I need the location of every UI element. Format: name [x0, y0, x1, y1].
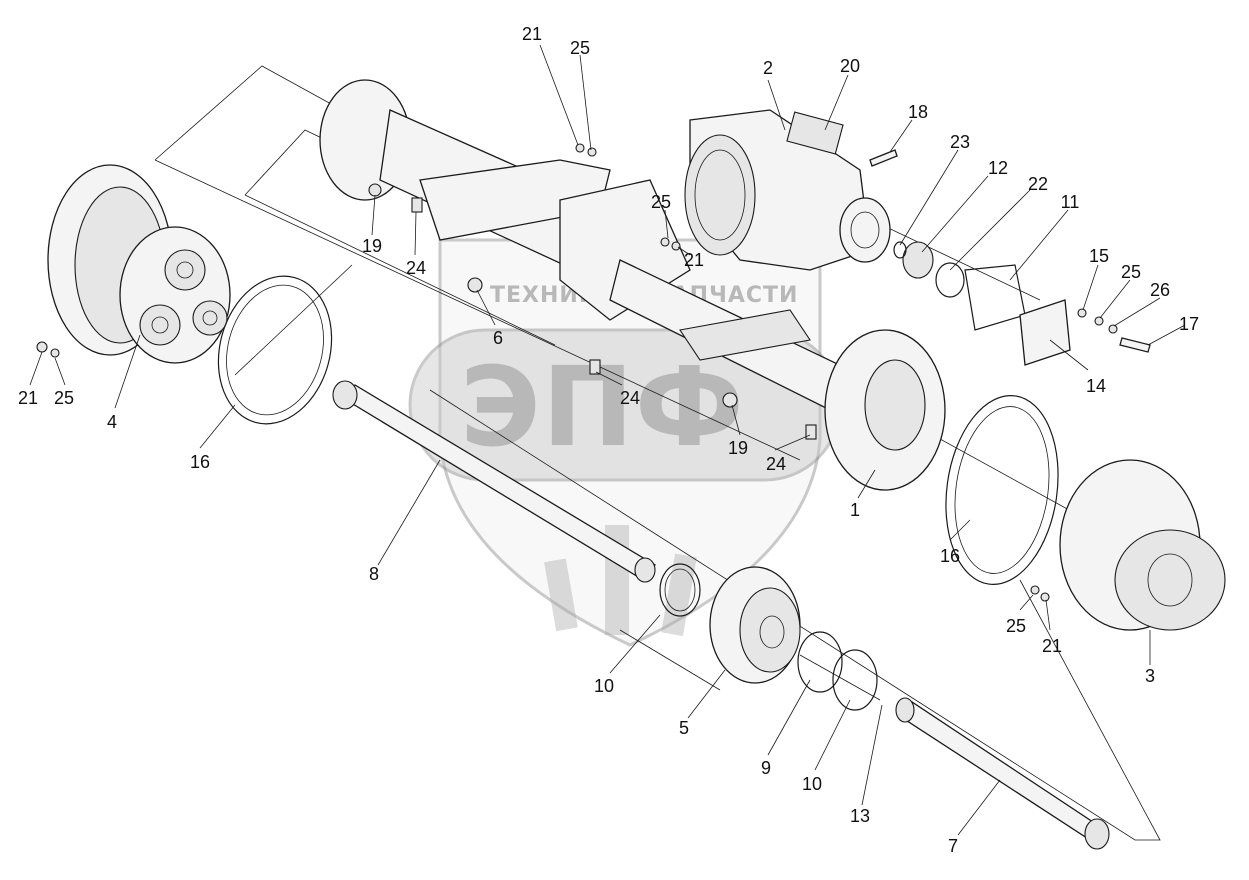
part-10-seal-ring-right — [832, 649, 878, 711]
part-fasteners-right — [1077, 308, 1151, 353]
callout-15: 15 — [1089, 246, 1109, 266]
leader-lines — [29, 44, 1186, 836]
callout-6: 6 — [493, 328, 503, 348]
watermark-logo-text: ЭПФ — [460, 343, 745, 471]
part-11-gasket — [964, 264, 1026, 331]
callout-16-left: 16 — [190, 452, 210, 472]
callout-24-mid: 24 — [620, 388, 640, 408]
callout-14: 14 — [1086, 376, 1106, 396]
callout-21-top: 21 — [522, 24, 542, 44]
part-12-bearing — [893, 241, 934, 279]
part-3-right-drum — [1059, 459, 1226, 631]
callout-21-left: 21 — [18, 388, 38, 408]
part-18-bolt — [869, 149, 898, 167]
callout-23: 23 — [950, 132, 970, 152]
callout-20: 20 — [840, 56, 860, 76]
callout-24-top: 24 — [406, 258, 426, 278]
callout-2: 2 — [763, 58, 773, 78]
callout-3: 3 — [1145, 666, 1155, 686]
callout-18: 18 — [908, 102, 928, 122]
callout-labels: 21 25 2 20 18 23 12 22 11 25 21 19 24 6 … — [18, 24, 1199, 856]
part-5-wheel-hub — [709, 566, 801, 684]
callout-13: 13 — [850, 806, 870, 826]
part-16-right-gasket — [945, 395, 1059, 585]
part-9-ring — [797, 631, 843, 693]
part-10-seal-ring-left — [659, 563, 701, 617]
callout-10-right: 10 — [802, 774, 822, 794]
part-axle-housing — [319, 79, 851, 411]
callout-19-top: 19 — [362, 236, 382, 256]
callout-26: 26 — [1150, 280, 1170, 300]
part-16-left-gasket — [217, 275, 333, 425]
small-nuts-and-washers — [36, 143, 1050, 602]
part-8-left-axle-shaft — [332, 380, 657, 583]
callout-19-mid: 19 — [728, 438, 748, 458]
callout-25-top: 25 — [570, 38, 590, 58]
callout-1: 1 — [850, 500, 860, 520]
part-4-left-hub-drum — [47, 164, 231, 364]
callout-8: 8 — [369, 564, 379, 584]
callout-17: 17 — [1179, 314, 1199, 334]
part-1-right-housing — [824, 329, 946, 491]
callout-25-right: 25 — [1121, 262, 1141, 282]
part-2-main-gear — [684, 109, 871, 271]
part-22-ring — [935, 262, 965, 298]
callout-7: 7 — [948, 836, 958, 856]
part-7-right-axle-shaft — [895, 697, 1110, 850]
callout-22: 22 — [1028, 174, 1048, 194]
callout-21-mid: 21 — [684, 250, 704, 270]
callout-10-left: 10 — [594, 676, 614, 696]
callout-21-low: 21 — [1042, 636, 1062, 656]
part-14-cover — [1019, 299, 1071, 366]
callout-12: 12 — [988, 158, 1008, 178]
callout-4: 4 — [107, 412, 117, 432]
part-23-flange — [839, 197, 891, 263]
callout-25-low: 25 — [1006, 616, 1026, 636]
callout-24-low: 24 — [766, 454, 786, 474]
callout-25-left: 25 — [54, 388, 74, 408]
callout-25-mid: 25 — [651, 192, 671, 212]
callout-9: 9 — [761, 758, 771, 778]
callout-16-right: 16 — [940, 546, 960, 566]
callout-5: 5 — [679, 718, 689, 738]
callout-11: 11 — [1061, 192, 1080, 212]
